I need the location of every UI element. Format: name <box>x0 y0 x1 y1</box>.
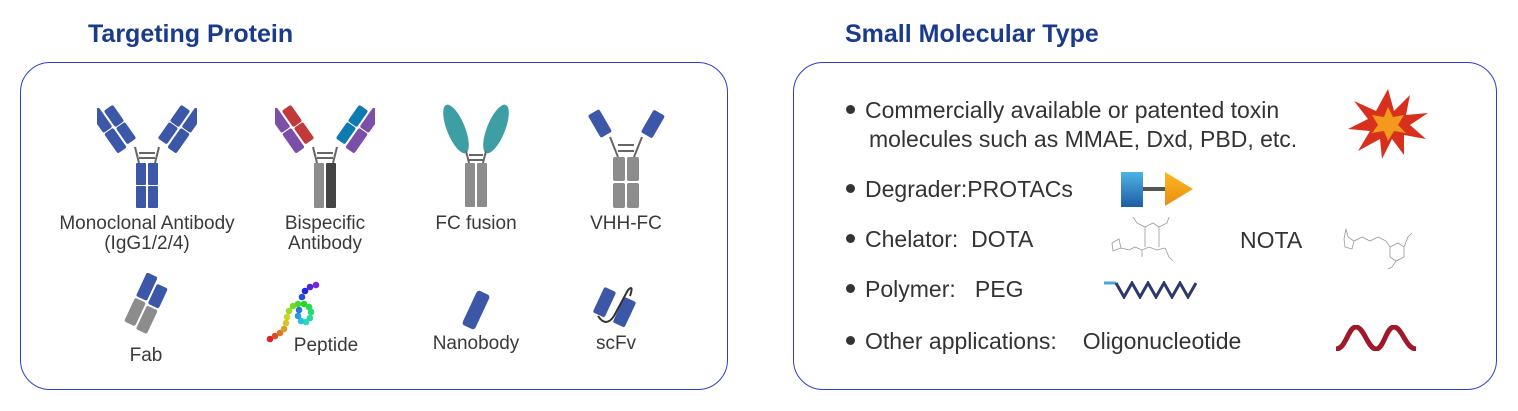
label-subline: (IgG1/2/4) <box>104 233 190 254</box>
peptide-bead <box>300 300 308 308</box>
chelator-label: Chelator: <box>865 226 959 252</box>
peptide-bead <box>306 314 314 322</box>
label-line: Monoclonal Antibody <box>59 213 235 234</box>
small-molecular-type-panel: Commercially available or patented toxin… <box>793 62 1497 390</box>
bullet-icon <box>846 284 855 294</box>
oligonucleotide-label: Oligonucleotide <box>1082 328 1242 354</box>
peptide-bead <box>266 335 274 343</box>
fab-label: Fab <box>129 345 163 366</box>
peptide-bead <box>301 287 309 295</box>
scfv-label: scFv <box>595 333 637 354</box>
peptide-bead <box>298 293 306 301</box>
peg-label: PEG <box>974 276 1024 302</box>
fc-fusion-label: FC fusion <box>435 213 517 234</box>
peptide-label: Peptide <box>293 335 359 356</box>
peptide-bead <box>271 332 279 340</box>
toxin-row: Commercially available or patented toxin… <box>846 96 1297 154</box>
peptide-bead <box>289 302 297 310</box>
peptide-bead <box>295 306 303 314</box>
dota-structure-icon <box>1111 216 1174 262</box>
nota-structure-icon <box>1343 228 1413 270</box>
degrader-value: PROTACs <box>967 176 1073 202</box>
toxin-text-line2: molecules such as MMAE, Dxd, PBD, etc. <box>869 126 1298 152</box>
peptide-bead <box>307 308 315 316</box>
targeting-protein-title: Targeting Protein <box>88 20 294 48</box>
vhh-fc-label: VHH-FC <box>590 213 662 234</box>
nota-label: NOTA <box>1240 227 1303 253</box>
peptide-bead <box>282 319 290 327</box>
peptide-bead <box>285 307 293 315</box>
bispecific-antibody-icon <box>275 105 375 208</box>
peptide-bead <box>294 300 302 308</box>
peptide-bead <box>280 325 288 333</box>
vhh-fc-icon <box>588 109 665 208</box>
targeting-protein-panel: Monoclonal Antibody(IgG1/2/4) Bispecific… <box>20 62 728 390</box>
bullet-icon <box>846 105 855 115</box>
peptide-bead <box>312 281 320 289</box>
polymer-row: Polymer: PEG <box>846 275 1024 304</box>
protac-icon <box>1121 172 1193 207</box>
chelator-row: Chelator: DOTA <box>846 225 1033 254</box>
peptide-bead <box>306 283 314 291</box>
peg-wave-icon <box>1104 281 1198 299</box>
peptide-bead <box>276 329 284 337</box>
monoclonal-antibody-icon <box>97 105 197 208</box>
dota-label: DOTA <box>971 226 1034 252</box>
nanobody-icon <box>462 290 490 330</box>
degrader-row: Degrader:PROTACs <box>846 175 1073 204</box>
small-molecular-type-title: Small Molecular Type <box>845 20 1099 48</box>
fc-fusion-icon <box>443 104 509 207</box>
peptide-bead <box>294 312 302 320</box>
explosion-icon <box>1348 89 1428 159</box>
peptide-bead <box>305 303 313 311</box>
degrader-label: Degrader: <box>865 176 968 202</box>
polymer-label: Polymer: <box>865 276 956 302</box>
peptide-icon <box>266 281 320 343</box>
bullet-icon <box>846 336 855 346</box>
other-applications-row: Other applications: Oligonucleotide <box>846 327 1241 356</box>
label-line: Bispecific <box>284 213 366 234</box>
monoclonal-antibody-label: Monoclonal Antibody(IgG1/2/4) <box>47 214 247 254</box>
peptide-bead <box>302 318 310 326</box>
scfv-icon <box>593 287 636 327</box>
bullet-icon <box>846 184 855 194</box>
oligonucleotide-wave-icon <box>1335 325 1417 351</box>
fab-icon <box>124 273 168 334</box>
label-subline: Antibody <box>288 233 362 254</box>
toxin-text-line1: Commercially available or patented toxin <box>865 97 1280 123</box>
peptide-bead <box>297 317 305 325</box>
other-applications-label: Other applications: <box>865 328 1057 354</box>
bullet-icon <box>846 234 855 244</box>
nanobody-label: Nanobody <box>432 333 520 354</box>
peptide-bead <box>283 313 291 321</box>
